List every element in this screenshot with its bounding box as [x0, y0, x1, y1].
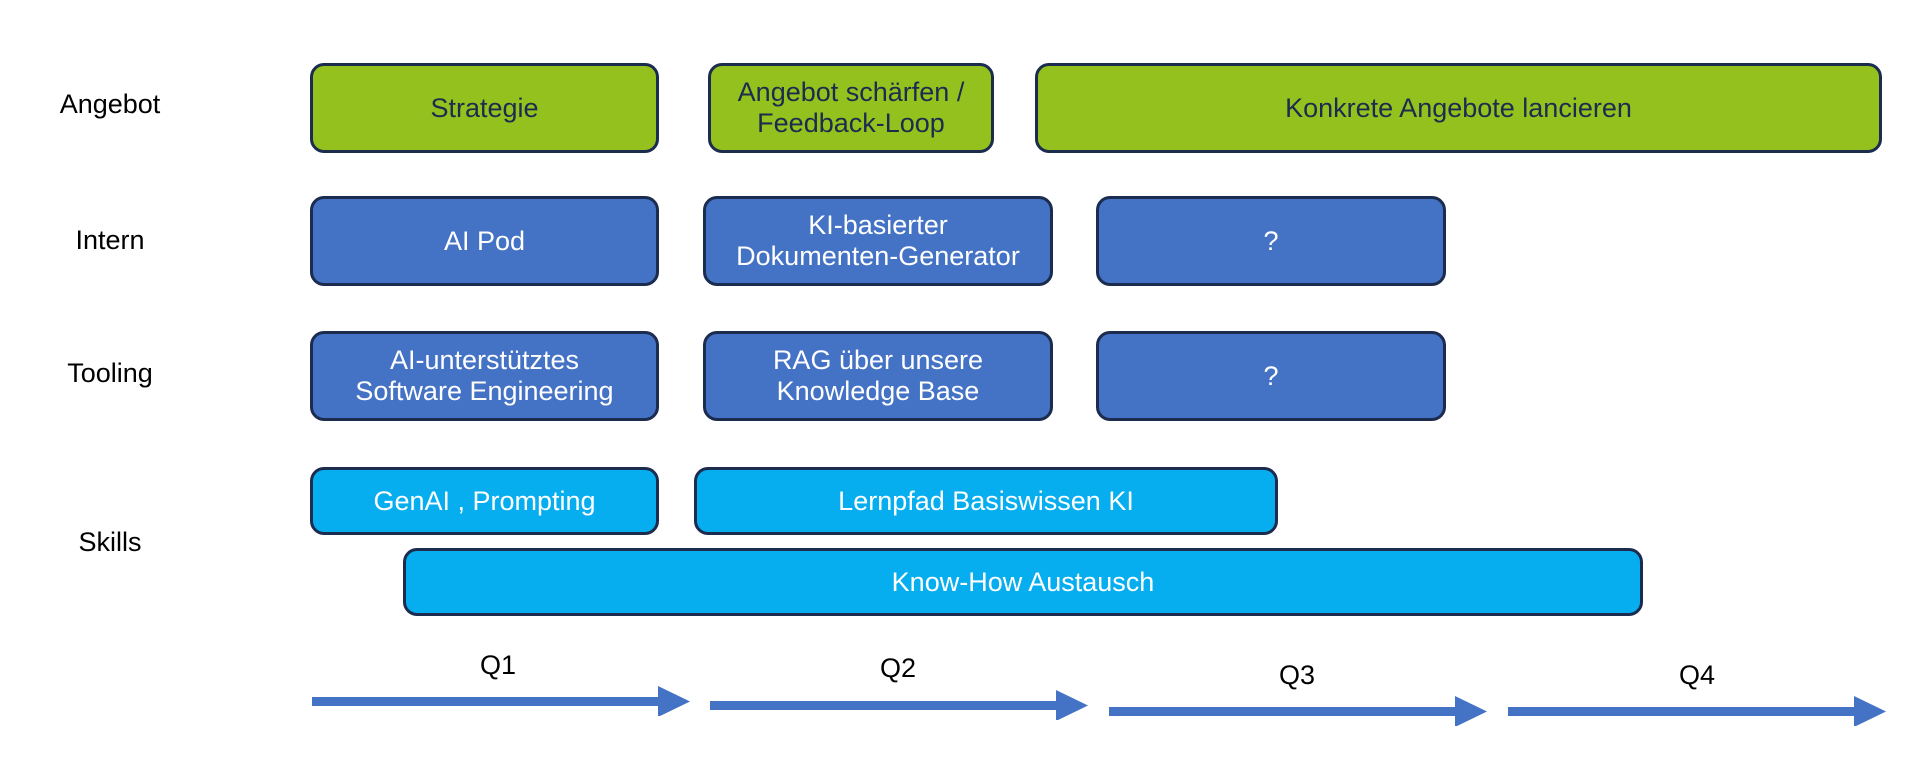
row-label-skills: Skills: [78, 527, 142, 557]
timeline-arrow-q2: [710, 690, 1088, 720]
box-tooling-unknown: ?: [1096, 331, 1446, 421]
box-ai-software-engineering: AI-unterstütztes Software Engineering: [310, 331, 659, 421]
timeline-arrow-q3: [1109, 696, 1487, 726]
box-ai-pod: AI Pod: [310, 196, 659, 286]
box-lernpfad: Lernpfad Basiswissen KI: [694, 467, 1278, 535]
box-rag-knowledge-base: RAG über unsere Knowledge Base: [703, 331, 1053, 421]
box-intern-unknown: ?: [1096, 196, 1446, 286]
timeline-arrow-q4: [1508, 696, 1886, 726]
timeline-arrow-q1: [312, 686, 690, 716]
box-strategie: Strategie: [310, 63, 659, 153]
row-label-angebot: Angebot: [59, 89, 161, 119]
quarter-label-q3: Q3: [1278, 660, 1316, 690]
quarter-label-q4: Q4: [1678, 660, 1716, 690]
box-angebot-schaerfen: Angebot schärfen / Feedback-Loop: [708, 63, 994, 153]
box-ki-dokumenten-generator: KI-basierter Dokumenten-Generator: [703, 196, 1053, 286]
quarter-label-q2: Q2: [879, 653, 917, 683]
box-know-how-austausch: Know-How Austausch: [403, 548, 1643, 616]
quarter-label-q1: Q1: [479, 650, 517, 680]
box-genai-prompting: GenAI , Prompting: [310, 467, 659, 535]
box-konkrete-angebote: Konkrete Angebote lancieren: [1035, 63, 1882, 153]
row-label-tooling: Tooling: [67, 358, 153, 388]
row-label-intern: Intern: [75, 225, 145, 255]
